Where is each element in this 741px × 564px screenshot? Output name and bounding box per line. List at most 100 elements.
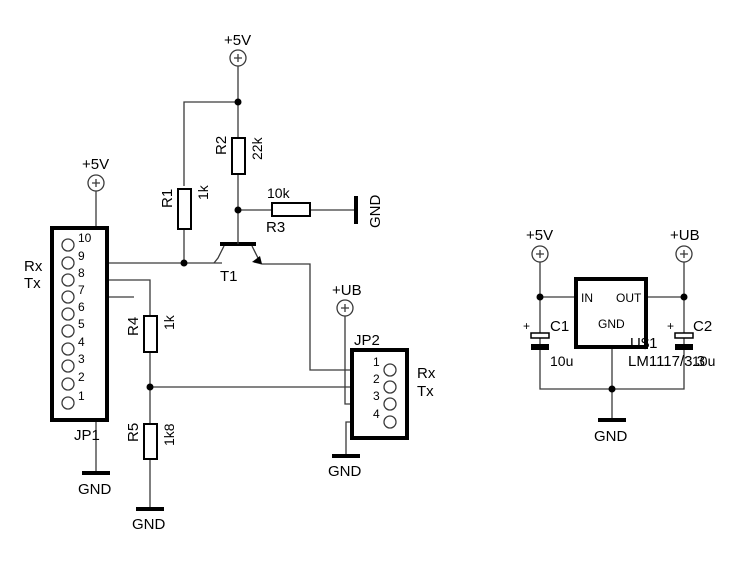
capacitor-value: 10u	[692, 353, 715, 369]
pin-number: 10	[78, 231, 92, 245]
signal-label-tx: Tx	[417, 383, 434, 400]
connector-pin	[61, 396, 75, 410]
capacitor-name: C2	[693, 318, 712, 335]
connector-name: JP2	[354, 332, 380, 349]
pin-number: 4	[78, 335, 85, 349]
capacitor-polarity: +	[667, 319, 674, 333]
connector-pin	[61, 359, 75, 373]
ground-jp1: GND	[78, 471, 112, 498]
resistor-body	[271, 202, 311, 217]
regulator-pin-gnd: GND	[598, 317, 625, 331]
pin-number: 3	[373, 389, 380, 403]
connector-pin	[61, 342, 75, 356]
junction-dot	[234, 206, 242, 214]
resistor-name: R4	[125, 317, 142, 336]
connector-jp2: 1 2 3 4 JP2 Rx Tx	[350, 332, 436, 440]
regulator-u1: IN OUT GND U$1 LM1117/3.3	[574, 277, 705, 370]
resistor-body	[177, 188, 192, 230]
pin-number: 6	[78, 300, 85, 314]
pin-number: 8	[78, 266, 85, 280]
junction-dot	[608, 385, 616, 393]
resistor-name: R2	[213, 136, 230, 155]
ground-jp2: GND	[328, 454, 362, 480]
resistor-value: 1k8	[161, 423, 177, 446]
signal-label-rx: Rx	[417, 365, 436, 382]
resistor-value: 22k	[249, 136, 265, 160]
connector-pin	[383, 380, 397, 394]
resistor-r3: 10k R3	[266, 185, 311, 236]
pin-number: 4	[373, 407, 380, 421]
resistor-r5: R5 1k8	[125, 423, 177, 460]
transistor-name: T1	[220, 268, 238, 285]
resistor-name: R1	[159, 189, 176, 208]
resistor-body	[143, 423, 158, 460]
ground-r5: GND	[132, 507, 166, 533]
jp1-pins	[61, 238, 75, 410]
connector-pin	[61, 238, 75, 252]
connector-body	[50, 226, 109, 422]
regulator-pin-in: IN	[581, 291, 593, 305]
connector-pin	[383, 363, 397, 377]
capacitor-name: C1	[550, 318, 569, 335]
capacitor-plate	[530, 332, 550, 339]
regulator-body	[574, 277, 648, 349]
resistor-name: R3	[266, 219, 285, 236]
supply-5v-reg: +5V	[526, 227, 553, 263]
connector-pin	[61, 256, 75, 270]
pin-number: 1	[373, 355, 380, 369]
connector-pin	[61, 273, 75, 287]
supply-label: +5V	[224, 32, 251, 49]
transistor-t1: T1	[213, 240, 262, 285]
pin-number: 9	[78, 249, 85, 263]
ground-label: GND	[328, 463, 362, 480]
resistor-r4: R4 1k	[125, 314, 177, 353]
capacitor-plate	[674, 332, 694, 339]
junction-dot	[180, 259, 188, 267]
capacitor-plate	[675, 344, 693, 350]
ground-label: GND	[132, 516, 166, 533]
junction-dot	[680, 293, 688, 301]
junction-dot	[146, 383, 154, 391]
supply-5v-jp1: +5V	[82, 156, 109, 192]
supply-ub-reg: +UB	[670, 227, 700, 263]
supply-label: +5V	[82, 156, 109, 173]
junction-dot	[536, 293, 544, 301]
capacitor-c1: + C1 10u	[523, 318, 573, 369]
jp1-pin-numbers: 10 9 8 7 6 5 4 3 2 1	[78, 231, 92, 403]
resistor-r1: R1 1k	[159, 184, 211, 230]
signal-label-tx: Tx	[24, 275, 41, 292]
regulator-name: U$1	[630, 335, 658, 352]
connector-pin	[61, 377, 75, 391]
pin-number: 3	[78, 352, 85, 366]
supply-label: +UB	[670, 227, 700, 244]
resistor-body	[143, 315, 158, 353]
connector-name: JP1	[74, 427, 100, 444]
connector-jp1: 10 9 8 7 6 5 4 3 2 1 JP1 Rx Tx	[24, 226, 109, 444]
resistor-body	[231, 137, 246, 175]
pin-number: 2	[78, 370, 85, 384]
connector-pin	[61, 307, 75, 321]
supply-5v-top: +5V	[224, 32, 251, 67]
junctions	[146, 98, 688, 393]
supply-label: +UB	[332, 282, 362, 299]
pin-number: 5	[78, 317, 85, 331]
ground-r3: GND	[354, 195, 384, 229]
pin-number: 7	[78, 283, 85, 297]
capacitor-value: 10u	[550, 353, 573, 369]
ground-label: GND	[367, 195, 384, 229]
resistor-r2: R2 22k	[213, 136, 265, 175]
regulator-part: LM1117/3.3	[628, 353, 705, 370]
signal-label-rx: Rx	[24, 258, 43, 275]
transistor-arrow-icon	[252, 256, 262, 264]
junction-dot	[234, 98, 242, 106]
capacitor-polarity: +	[523, 319, 530, 333]
supply-label: +5V	[526, 227, 553, 244]
capacitor-c2: + C2 10u	[667, 318, 715, 369]
connector-pin	[61, 290, 75, 304]
pin-number: 2	[373, 372, 380, 386]
connector-pin	[383, 415, 397, 429]
supply-ub-jp2: +UB	[332, 282, 362, 317]
resistor-name: R5	[125, 423, 142, 442]
pin-number: 1	[78, 389, 85, 403]
